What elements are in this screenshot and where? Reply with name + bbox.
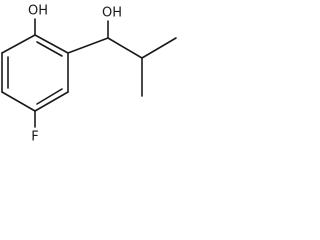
chemical-structure: OH OH F — [1, 4, 177, 145]
bond-ch-ch-isopropyl — [107, 37, 143, 59]
ring-double-bond-c1-c2 — [36, 41, 63, 57]
bond-c2-ch — [67, 37, 109, 54]
alcohol-oh-label: OH — [102, 6, 122, 21]
ring-bond-c4-c5 — [1, 91, 36, 112]
ring-double-bond-c3-c4 — [36, 88, 63, 105]
ring-bond-c6-c1 — [1, 34, 36, 54]
benzene-ring — [1, 34, 69, 112]
bond-isopropyl-methyl-up — [141, 37, 177, 59]
ring-bond-c1-c2 — [34, 34, 69, 54]
phenol-oh-label: OH — [28, 4, 48, 19]
ring-bond-c3-c4 — [34, 91, 69, 112]
fluorine-label: F — [31, 130, 38, 145]
